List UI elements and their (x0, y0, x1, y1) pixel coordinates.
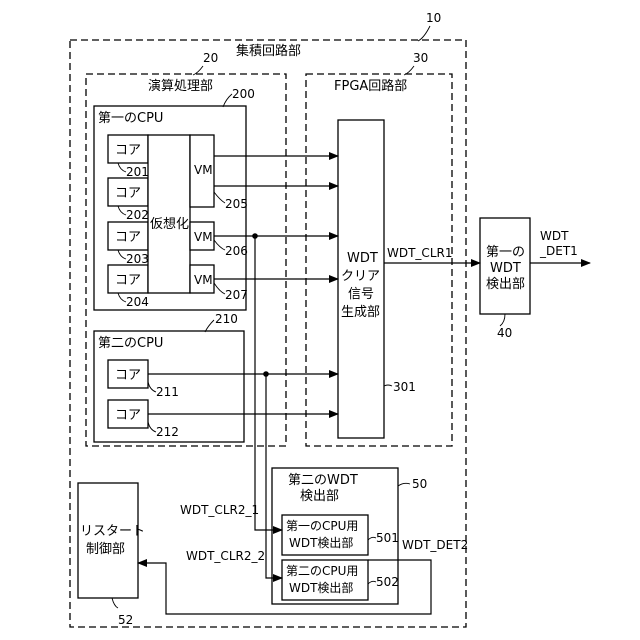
svg-text:コア: コア (115, 273, 141, 288)
wdt1-detector-ref: 40 (497, 326, 512, 340)
svg-text:コア: コア (115, 143, 141, 158)
vm-ref-207: 207 (225, 288, 248, 302)
vm-205: VM (190, 135, 214, 207)
cpu1-core-203: コア (108, 222, 148, 250)
vm-ref-206: 206 (225, 244, 248, 258)
cpu1-leader (223, 94, 232, 107)
cpu2-ref: 210 (215, 312, 238, 326)
svg-text:コア: コア (115, 408, 141, 423)
svg-text:WDT検出部: WDT検出部 (289, 580, 353, 595)
virtualization-label: 仮想化 (150, 216, 189, 232)
integrated-circuit-ref: 10 (426, 11, 441, 25)
wdt-clr2-1-label: WDT_CLR2_1 (180, 503, 259, 517)
fpga-label: FPGA回路部 (334, 78, 407, 94)
core-ref-204: 204 (126, 295, 149, 309)
svg-text:VM: VM (194, 230, 213, 244)
vm-207: VM (190, 265, 214, 293)
virtualization-box (148, 135, 190, 293)
restart-controller-line2: 制御部 (86, 542, 125, 557)
svg-text:VM: VM (194, 273, 213, 287)
wdt-det1-line2: _DET1 (539, 244, 578, 258)
wdt-clear-generator-line1: WDT (347, 251, 378, 266)
core-ref-201: 201 (126, 165, 149, 179)
svg-text:第二のCPU用: 第二のCPU用 (286, 564, 358, 578)
integrated-circuit-label: 集積回路部 (236, 43, 301, 59)
cpu1-wdt-ref: 501 (376, 531, 399, 545)
vm-ref-205: 205 (225, 197, 248, 211)
cpu1-label: 第一のCPU (98, 111, 163, 126)
svg-text:第一のCPU用: 第一のCPU用 (286, 519, 358, 533)
svg-text:コア: コア (115, 186, 141, 201)
wdt-det2-label: WDT_DET2 (402, 538, 468, 552)
cpu2-core-211: コア (108, 360, 148, 388)
wdt-clear-generator-ref: 301 (393, 380, 416, 394)
cpu1-core-204: コア (108, 265, 148, 293)
wdt-det1-line1: WDT (540, 229, 569, 243)
compute-unit-ref: 20 (203, 51, 218, 65)
wdt-clear-generator-line3: 信号 (348, 287, 374, 302)
cpu2-leader (205, 320, 214, 332)
core-ref-202: 202 (126, 208, 149, 222)
wdt1-detector-line1: 第一の (486, 245, 525, 260)
cpu1-core-202: コア (108, 178, 148, 206)
core-ref-203: 203 (126, 252, 149, 266)
wdt-clear-generator-line2: クリア (341, 269, 380, 284)
fpga-ref: 30 (413, 51, 428, 65)
wdt2-detector-line1: 第二のWDT (288, 473, 358, 488)
cpu2-label: 第二のCPU (98, 336, 163, 351)
cpu1-wdt-detector: 第一のCPU用 WDT検出部 (282, 515, 368, 555)
wdt-clr2-2-label: WDT_CLR2_2 (186, 549, 265, 563)
wdt1-detector-line3: 検出部 (486, 277, 525, 292)
cpu1-core-201: コア (108, 135, 148, 163)
restart-controller-line1: リスタート (80, 524, 145, 539)
svg-text:コア: コア (115, 368, 141, 383)
vm-206: VM (190, 222, 214, 250)
wdt-clear-generator-line4: 生成部 (341, 305, 380, 320)
core-ref-212: 212 (156, 425, 179, 439)
restart-controller-box (78, 483, 138, 598)
core-ref-211: 211 (156, 385, 179, 399)
compute-unit-label: 演算処理部 (148, 78, 213, 94)
svg-text:コア: コア (115, 230, 141, 245)
wdt1-detector-line2: WDT (490, 261, 521, 276)
wdt-clr1-label: WDT_CLR1 (387, 246, 452, 260)
cpu1-ref: 200 (232, 87, 255, 101)
wdt2-detector-ref: 50 (412, 477, 427, 491)
wdt2-detector-line2: 検出部 (300, 489, 339, 504)
cpu2-core-212: コア (108, 400, 148, 428)
svg-text:WDT検出部: WDT検出部 (289, 535, 353, 550)
restart-controller-ref: 52 (118, 613, 133, 627)
integrated-circuit-leader (418, 26, 430, 41)
cpu2-wdt-ref: 502 (376, 575, 399, 589)
cpu2-wdt-detector: 第二のCPU用 WDT検出部 (282, 560, 368, 600)
svg-text:VM: VM (194, 163, 213, 177)
